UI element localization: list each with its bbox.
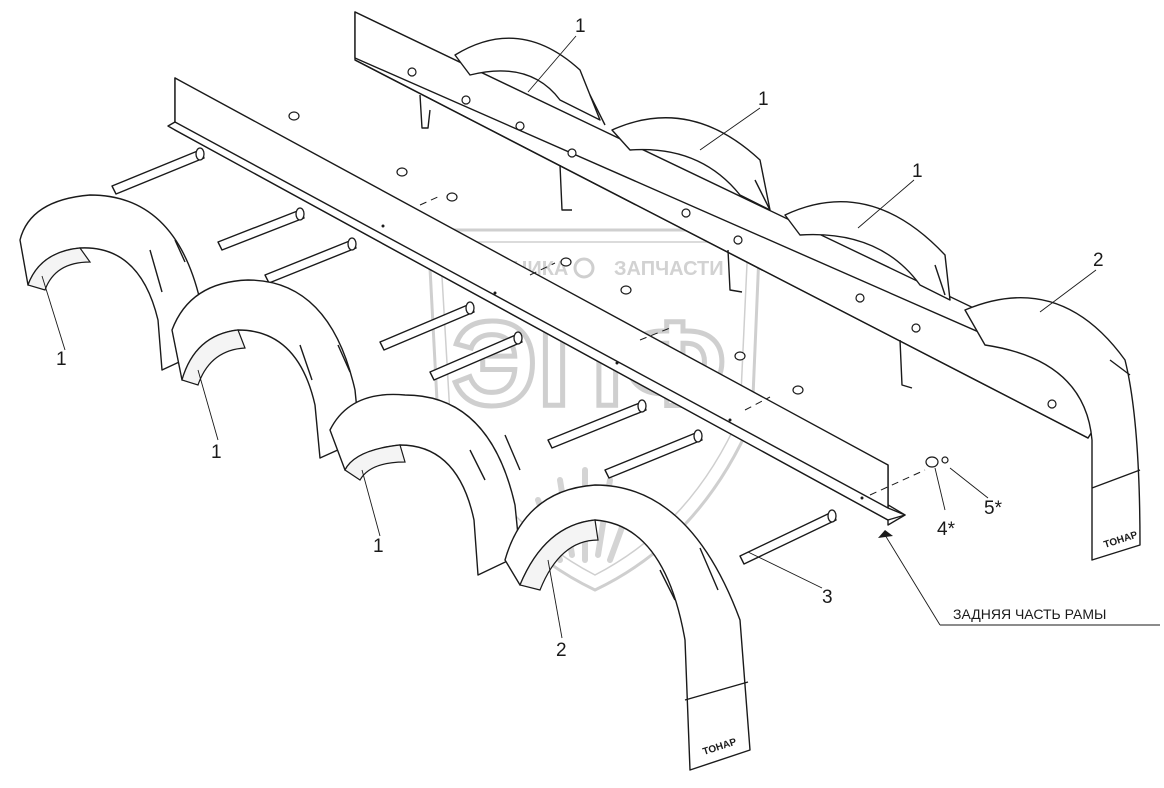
support-rods — [111, 147, 926, 565]
callout-2-near: 2 — [556, 640, 567, 661]
callout-1-near-b: 1 — [211, 442, 222, 463]
washers — [288, 111, 949, 468]
callout-1-near-a: 1 — [56, 349, 67, 370]
callouts: 1 1 1 2 1 1 1 2 3 4* 5* ЗАДНЯЯ ЧАСТЬ РАМ… — [56, 16, 1106, 661]
callout-5: 5* — [984, 498, 1003, 519]
fender-row-near: ТОНАР — [19, 194, 751, 771]
callout-1-far-c: 1 — [912, 161, 923, 182]
callout-1-near-c: 1 — [373, 536, 384, 557]
fender-row-far: ТОНАР — [419, 37, 1141, 561]
beam-bolt — [407, 67, 1057, 409]
leader-lines — [41, 35, 1160, 639]
frame-arrow-head — [878, 530, 893, 538]
gear-icon — [573, 257, 595, 279]
callout-4: 4* — [937, 519, 956, 540]
callout-1-far-a: 1 — [575, 16, 586, 37]
callout-1-far-b: 1 — [758, 89, 769, 110]
callout-2-far: 2 — [1093, 250, 1104, 271]
frame-label: ЗАДНЯЯ ЧАСТЬ РАМЫ — [953, 606, 1106, 622]
near-frame-beam — [167, 77, 906, 526]
watermark-right-word: ЗАПЧАСТИ — [614, 258, 724, 280]
callout-3: 3 — [822, 587, 833, 608]
